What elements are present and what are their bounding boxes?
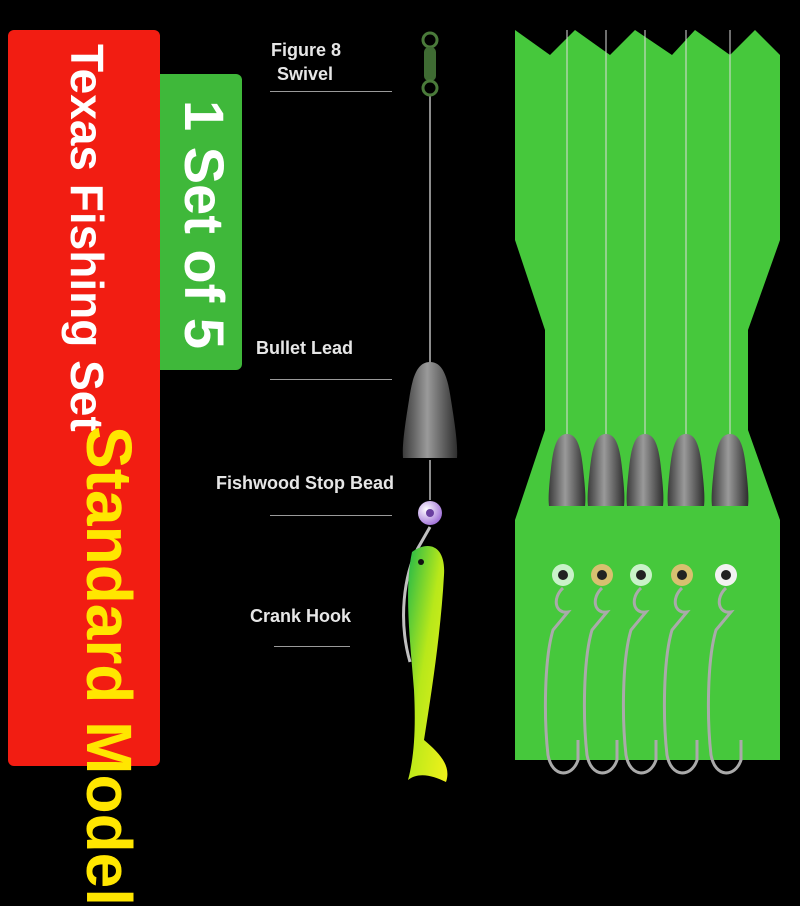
rig-1 — [543, 30, 586, 775]
rig-4 — [662, 30, 705, 775]
swivel-icon — [421, 31, 439, 97]
crank-hook-lure-icon — [402, 526, 448, 782]
crank-hook-label: Crank Hook — [250, 606, 352, 626]
stop-bead-label: Fishwood Stop Bead — [216, 473, 394, 493]
swivel-callout-rule — [270, 91, 392, 92]
rig-5 — [706, 30, 749, 775]
count-tag-panel — [160, 74, 242, 370]
storage-board — [515, 30, 780, 760]
bullet-lead-callout-rule — [270, 379, 392, 380]
crank-hook-callout-rule — [274, 646, 350, 647]
swivel-label-line1: Figure 8 — [271, 40, 342, 60]
rig-2 — [582, 30, 625, 775]
bullet-lead-icon — [402, 362, 458, 458]
rig-illustration — [402, 30, 780, 782]
rig-3 — [621, 30, 664, 775]
title-panel — [8, 30, 160, 766]
swivel-label-line2: Swivel — [277, 64, 334, 84]
stop-bead-callout-rule — [270, 515, 392, 516]
bullet-lead-label: Bullet Lead — [256, 338, 354, 358]
